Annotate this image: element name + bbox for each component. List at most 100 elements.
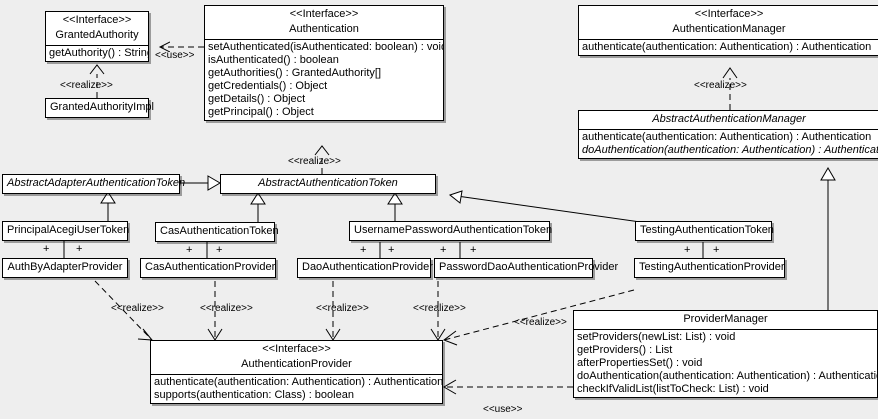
class-name: AuthenticationManager [672, 23, 786, 35]
operation-row: setAuthenticated(isAuthenticated: boolea… [208, 41, 443, 53]
class-testing-authentication-provider[interactable]: TestingAuthenticationProvider [634, 258, 785, 278]
edge-label-realize-grantedauthorityimpl: <<realize>> [60, 80, 113, 91]
class-dao-authentication-provider[interactable]: DaoAuthenticationProvider [297, 258, 433, 278]
assoc-marker-plus: + [684, 244, 691, 256]
operation-row: doAuthentication(authentication: Authent… [582, 144, 878, 156]
edge-casauthenticationtoken-extends-abstractauthenticationtoken [250, 192, 266, 222]
class-name: CasAuthenticationProvider [145, 261, 276, 273]
class-abstract-authentication-token[interactable]: AbstractAuthenticationToken [220, 174, 436, 194]
operations-compartment: authenticate(authentication: Authenticat… [579, 39, 878, 55]
class-header: <<Interface>> AuthenticationManager [579, 6, 878, 39]
assoc-marker-plus: + [76, 243, 83, 255]
class-name: CasAuthenticationToken [160, 225, 279, 237]
operation-row: getPrincipal() : Object [208, 106, 314, 118]
assoc-marker-plus: + [186, 244, 193, 256]
operation-row: getAuthorities() : GrantedAuthority[] [208, 67, 382, 79]
operations-compartment: setProviders(newList: List) : void getPr… [574, 329, 877, 397]
class-name: AbstractAdapterAuthenticationToken [7, 177, 186, 189]
class-header: GrantedAuthorityImpl [46, 99, 154, 117]
class-header: <<Interface>> GrantedAuthority [46, 12, 148, 45]
edge-usernamepasswordtoken-extends-abstractauthenticationtoken [387, 192, 403, 221]
class-password-dao-authentication-provider[interactable]: PasswordDaoAuthenticationProvider [434, 258, 619, 278]
class-name: AbstractAuthenticationManager [652, 113, 806, 125]
assoc-marker-plus: + [43, 243, 50, 255]
operations-compartment: setAuthenticated(isAuthenticated: boolea… [205, 39, 443, 120]
class-header: CasAuthenticationToken [156, 223, 279, 241]
class-abstract-adapter-authentication-token[interactable]: AbstractAdapterAuthenticationToken [2, 174, 186, 194]
edge-label-realize-passworddaoprovider: <<realize>> [413, 303, 466, 314]
assoc-marker-plus: + [360, 244, 367, 256]
class-header: <<Interface>> AuthenticationProvider [151, 341, 442, 374]
operation-row: getAuthority() : String [49, 47, 148, 59]
class-abstract-authentication-manager[interactable]: AbstractAuthenticationManager authentica… [578, 110, 878, 159]
operation-row: doAuthentication(authentication: Authent… [577, 370, 877, 382]
class-header: AbstractAuthenticationManager [579, 111, 878, 129]
stereotype-label: <<Interface>> [62, 14, 132, 26]
class-header: DaoAuthenticationProvider [298, 259, 433, 277]
operations-compartment: authenticate(authentication: Authenticat… [579, 129, 878, 158]
class-principal-acegi-user-token[interactable]: PrincipalAcegiUserToken [2, 221, 129, 241]
edge-label-use-grantedauthority: <<use>> [155, 50, 195, 61]
operation-row: getCredentials() : Object [208, 80, 328, 92]
edge-abstractadapter-extends-abstractauthenticationtoken [180, 175, 221, 191]
assoc-marker-plus: + [713, 244, 720, 256]
stereotype-label: <<Interface>> [289, 8, 359, 20]
edge-providermanager-extends-abstractauthenticationmanager [820, 167, 836, 310]
class-header: PrincipalAcegiUserToken [3, 222, 129, 240]
class-name: PasswordDaoAuthenticationProvider [439, 261, 619, 273]
class-authentication-provider[interactable]: <<Interface>> AuthenticationProvider aut… [150, 340, 443, 404]
operations-compartment: authenticate(authentication: Authenticat… [151, 374, 442, 403]
class-cas-authentication-provider[interactable]: CasAuthenticationProvider [140, 258, 276, 278]
edge-label-realize-authbyadapterprovider: <<realize>> [111, 303, 164, 314]
class-granted-authority-impl[interactable]: GrantedAuthorityImpl [45, 98, 154, 118]
class-name: AbstractAuthenticationToken [258, 177, 398, 189]
class-username-password-authentication-token[interactable]: UsernamePasswordAuthenticationToken [349, 221, 553, 241]
edge-label-realize-casprovider: <<realize>> [200, 303, 253, 314]
class-header: TestingAuthenticationProvider [635, 259, 785, 277]
class-cas-authentication-token[interactable]: CasAuthenticationToken [155, 222, 279, 242]
class-name: TestingAuthenticationToken [640, 224, 774, 236]
edge-label-realize-providermanager: <<realize>> [514, 317, 567, 328]
class-header: AbstractAuthenticationToken [221, 175, 435, 193]
class-authentication[interactable]: <<Interface>> Authentication setAuthenti… [204, 5, 444, 121]
class-header: <<Interface>> Authentication [205, 6, 443, 39]
assoc-marker-plus: + [470, 244, 477, 256]
class-testing-authentication-token[interactable]: TestingAuthenticationToken [635, 221, 774, 241]
class-name: GrantedAuthority [55, 29, 139, 41]
operations-compartment: getAuthority() : String [46, 45, 148, 61]
assoc-marker-plus: + [388, 244, 395, 256]
operation-row: afterPropertiesSet() : void [577, 357, 703, 369]
operation-row: authenticate(authentication: Authenticat… [582, 41, 872, 53]
operation-row: authenticate(authentication: Authenticat… [154, 376, 442, 388]
edge-testingauthenticationtoken-extends-abstractauthenticationtoken [448, 190, 641, 223]
class-name: AuthByAdapterProvider [7, 261, 123, 273]
class-name: DaoAuthenticationProvider [302, 261, 433, 273]
class-name: Authentication [289, 23, 359, 35]
edge-providermanager-uses-authenticationprovider [443, 379, 573, 395]
assoc-marker-plus: + [440, 244, 447, 256]
class-header: ProviderManager [574, 311, 877, 329]
class-provider-manager[interactable]: ProviderManager setProviders(newList: Li… [573, 310, 878, 398]
class-header: AbstractAdapterAuthenticationToken [3, 175, 186, 193]
class-authentication-manager[interactable]: <<Interface>> AuthenticationManager auth… [578, 5, 878, 56]
class-name: AuthenticationProvider [241, 358, 352, 370]
class-header: PasswordDaoAuthenticationProvider [435, 259, 619, 277]
class-name: UsernamePasswordAuthenticationToken [354, 224, 553, 236]
class-name: ProviderManager [683, 313, 768, 325]
class-granted-authority[interactable]: <<Interface>> GrantedAuthority getAuthor… [45, 11, 149, 62]
operation-row: getProviders() : List [577, 344, 673, 356]
class-header: CasAuthenticationProvider [141, 259, 275, 277]
operation-row: setProviders(newList: List) : void [577, 331, 736, 343]
class-header: AuthByAdapterProvider [3, 259, 127, 277]
edge-principalacegiusertoken-extends-abstractadapter [100, 191, 116, 221]
operation-row: getDetails() : Object [208, 93, 306, 105]
assoc-marker-plus: + [216, 244, 223, 256]
class-auth-by-adapter-provider[interactable]: AuthByAdapterProvider [2, 258, 128, 278]
class-name: GrantedAuthorityImpl [50, 101, 154, 113]
edge-label-realize-daoprovider: <<realize>> [316, 303, 369, 314]
class-header: UsernamePasswordAuthenticationToken [350, 222, 553, 240]
operation-row: authenticate(authentication: Authenticat… [582, 131, 872, 143]
class-header: TestingAuthenticationToken [636, 222, 774, 240]
operation-row: checkIfValidList(listToCheck: List) : vo… [577, 383, 769, 395]
